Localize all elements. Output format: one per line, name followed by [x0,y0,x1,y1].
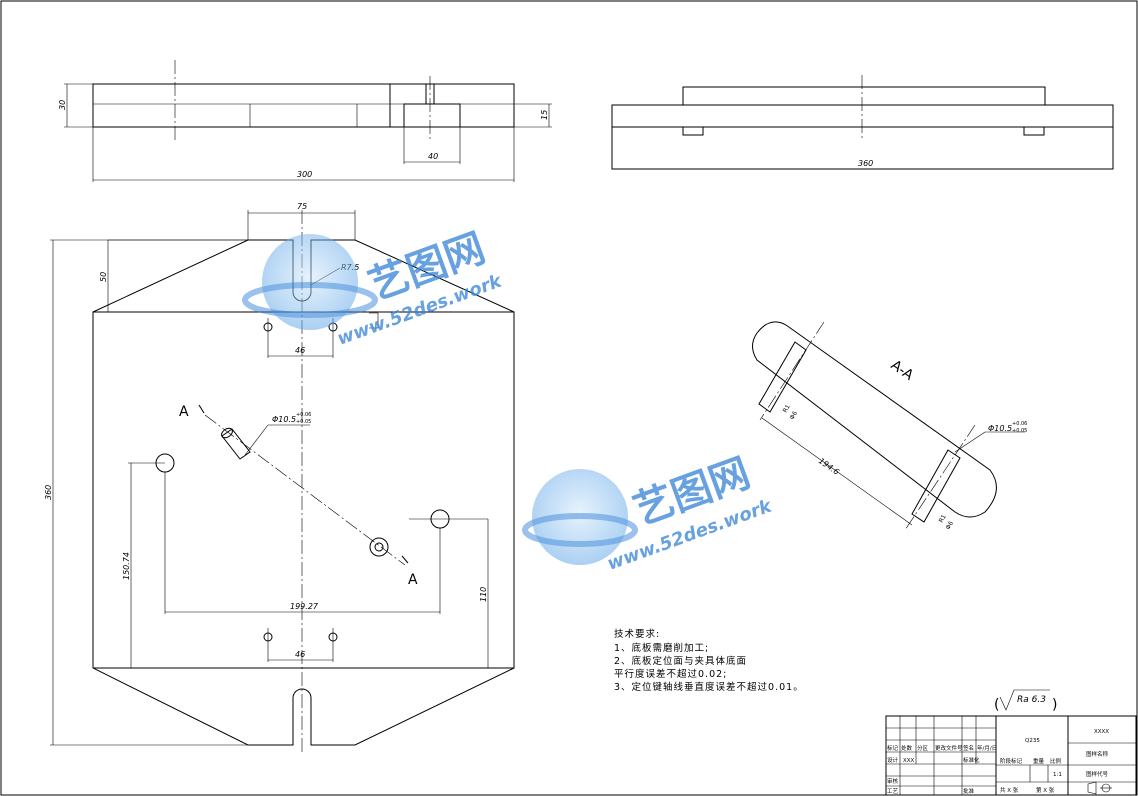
tb-scale-label: 比例 [1050,757,1062,765]
dim-150: 150.74 [122,552,131,580]
tb-review: 审核 [887,777,899,785]
roughness-value: Ra 6.3 [1017,695,1046,705]
tb-material: Q235 [1025,738,1040,744]
tb-design-name: XXX [903,758,915,764]
tb-approve: 批准 [963,787,975,795]
dim-15: 15 [540,110,549,120]
tb-date: 年/月/日 [977,744,997,752]
watermark-1: 艺图网 www.52des.work [242,225,505,350]
watermark-2: 艺图网 www.52des.work [522,450,775,575]
section-small-bot: R1 [938,513,948,524]
svg-text:): ) [1052,697,1057,713]
technical-notes: 技术要求: 1、底板需磨削加工; 2、底板定位面与夹具体底面 平行度误差不超过0… [614,628,804,693]
notes-line-1: 1、底板需磨削加工; [614,642,709,654]
plan-view: R7.5 75 50 360 46 46 [44,202,515,752]
notes-line-3: 平行度误差不超过0.02; [614,668,727,680]
dim-110: 110 [479,587,488,602]
roughness-symbol: ( Ra 6.3 ) [994,689,1057,713]
dim-360-side: 360 [858,159,873,168]
tb-sign: 签名 [963,744,974,752]
projection-symbol-icon [1087,781,1112,795]
dim-40: 40 [428,152,438,161]
tb-doc: 更改文件号 [935,744,963,752]
dim-360-plan: 360 [44,485,53,500]
tb-mark: 标记 [887,744,899,752]
tb-drawing-name: 图样名称 [1086,750,1109,758]
tb-sheet-no: 第 X 张 [1036,786,1055,794]
dim-hole-tol-up: +0.06 [296,412,311,418]
notes-line-2: 2、底板定位面与夹具体底面 [614,655,747,667]
dim-46-top: 46 [295,346,305,355]
section-hole-tol: Φ10.5 [988,424,1012,433]
title-block: 标记 处数 分区 更改文件号 签名 年/月/日 设计 XXX 标准化 审核 工艺… [885,715,1137,796]
tb-scale: 1:1 [1053,772,1062,778]
dim-hole-tol: Φ10.5 [272,415,296,424]
tb-count: 处数 [901,744,913,752]
tb-stage: 阶段标记 [1000,757,1023,765]
section-tol-low: +0.05 [1012,428,1027,434]
section-small-bot2: Φ6 [945,520,955,531]
tb-process: 工艺 [887,788,899,795]
tb-design: 设计 [887,756,899,764]
dim-50: 50 [99,272,108,282]
section-small-top: R1 [782,403,792,414]
section-title: A-A [888,357,917,384]
tb-standard: 标准化 [963,756,980,764]
dim-300: 300 [297,170,312,179]
section-marker-a2: A [408,572,418,588]
tb-drawing-code: 图样代号 [1086,770,1109,778]
front-view: 40 300 30 15 [58,60,552,182]
dim-199: 199.27 [290,602,319,611]
tb-company: XXXX [1094,729,1109,735]
section-a-a: A-A 194.6 R1 Φ6 R1 Φ6 Φ10.5 +0.06 +0.05 [752,321,1027,531]
tb-zone: 分区 [917,744,929,752]
notes-line-4: 3、定位键轴线垂直度误差不超过0.01。 [614,681,804,693]
section-len: 194.6 [817,456,841,477]
tb-weight: 重量 [1033,757,1045,765]
section-tol-up: +0.06 [1012,421,1027,427]
dim-46-bottom: 46 [295,650,305,659]
notes-heading: 技术要求: [614,628,660,640]
dim-hole-tol-low: +0.05 [296,419,311,425]
section-marker-a1: A [179,404,189,420]
dim-30: 30 [58,100,67,110]
side-view: 360 [611,75,1114,170]
svg-text:(: ( [994,697,999,713]
dim-75: 75 [297,202,307,211]
tb-sheets-total: 共 X 张 [1000,786,1019,794]
section-small-top2: Φ6 [789,410,799,421]
